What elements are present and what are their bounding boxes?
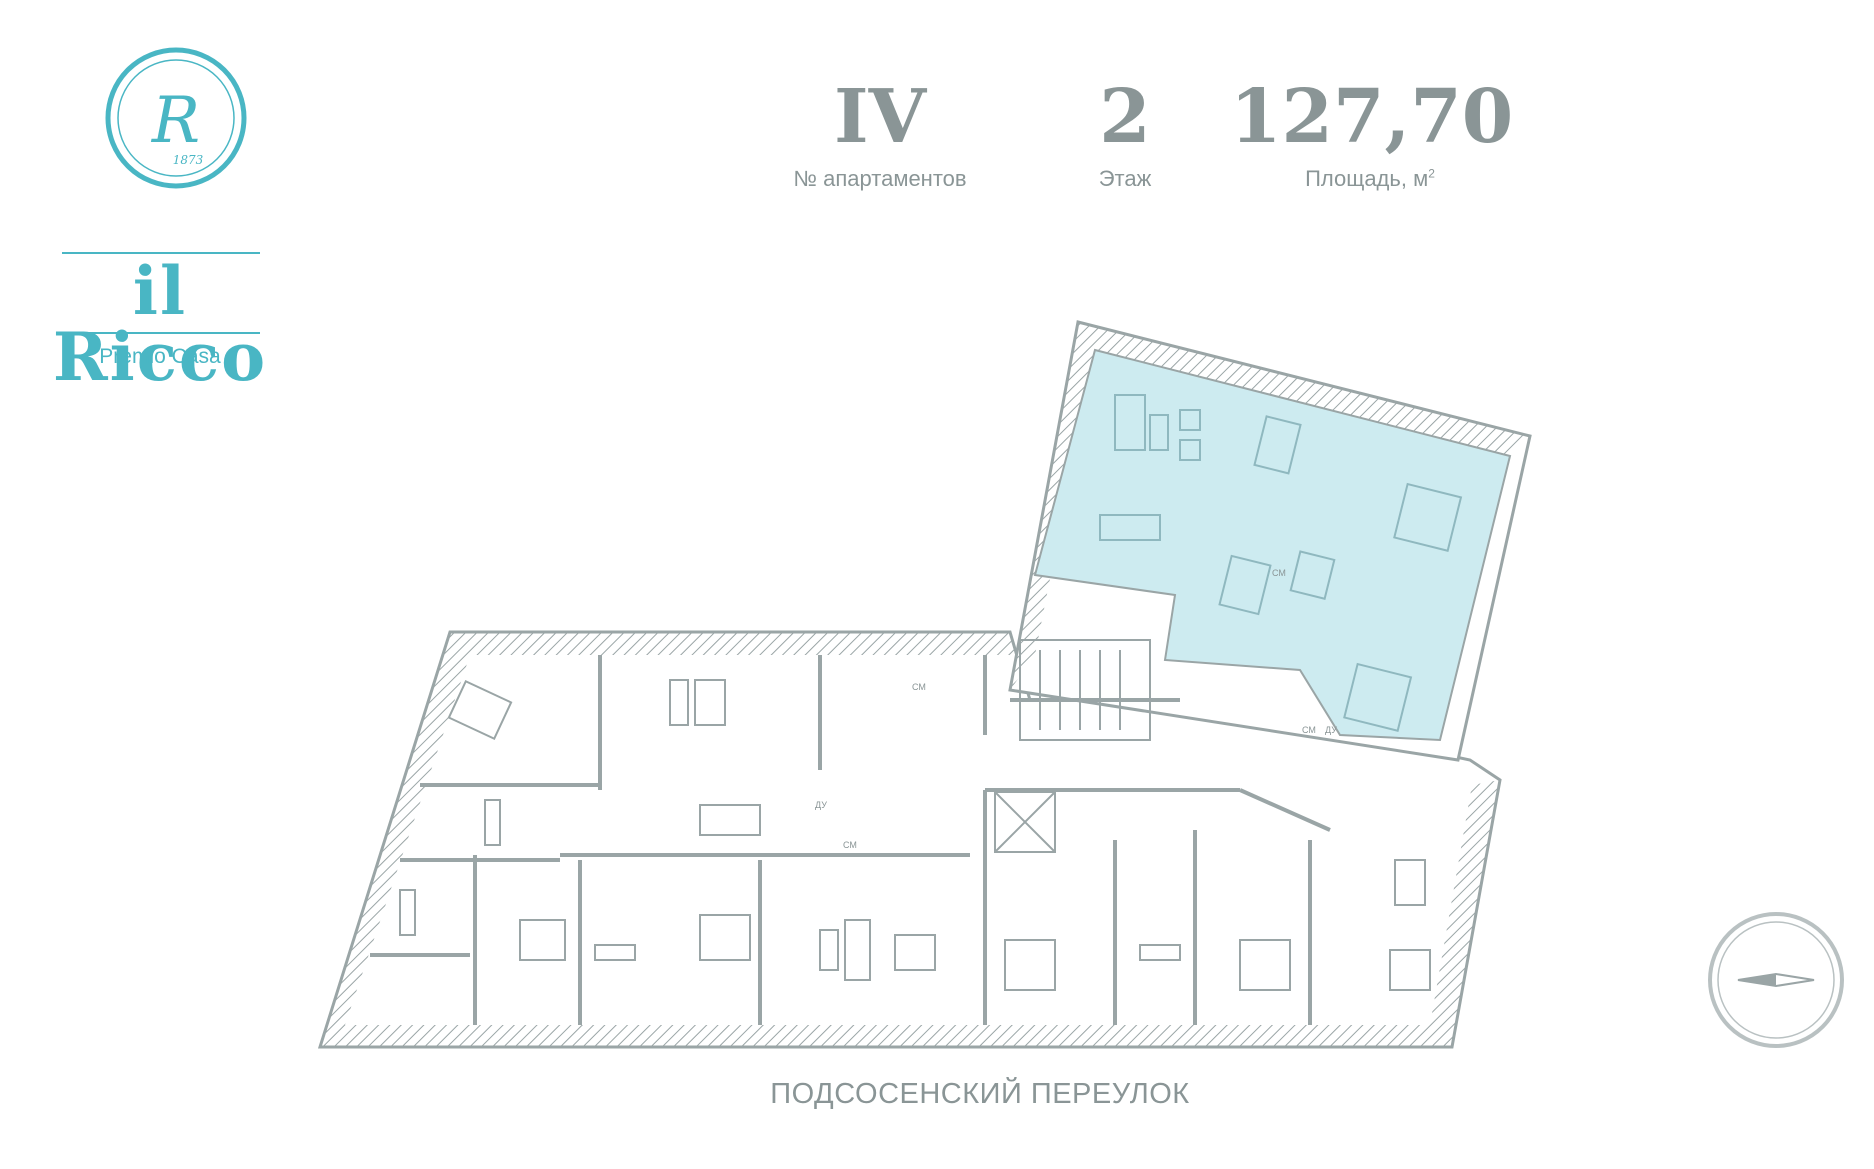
apartment-number: IV bbox=[833, 74, 927, 160]
floor-label: Этаж bbox=[1098, 166, 1152, 191]
furniture bbox=[399, 679, 1431, 991]
year: 1873 bbox=[173, 153, 204, 167]
apartment-iv-furniture bbox=[1099, 394, 1463, 732]
interior-walls bbox=[370, 655, 1331, 1025]
area-unit-exp: 2 bbox=[1428, 166, 1435, 181]
stat-apartment: IV № апартаментов bbox=[760, 80, 1000, 192]
brand-logo[interactable]: R 1873 il Ricco Premio Casa bbox=[30, 40, 290, 390]
label-du-1: ДУ bbox=[815, 800, 827, 810]
stat-floor: 2 Этаж bbox=[1050, 80, 1200, 192]
building-upper-hatch bbox=[1010, 322, 1530, 690]
label-sm-2: СМ bbox=[843, 840, 857, 850]
compass-icon[interactable] bbox=[1706, 910, 1846, 1050]
label-sm-4: СМ bbox=[1272, 568, 1286, 578]
area-label: Площадь, м2 bbox=[1230, 166, 1510, 192]
building-wall-hatch bbox=[320, 632, 1500, 1047]
brand-name: il Ricco bbox=[52, 252, 268, 396]
monogram: R bbox=[151, 84, 200, 158]
area-value: 127,70 bbox=[1230, 74, 1514, 160]
floor-plan: СМ СМ СМ СМ ДУ ДУ bbox=[317, 320, 1532, 1049]
stat-area: 127,70 Площадь, м2 bbox=[1230, 74, 1514, 192]
area-label-text: Площадь, м bbox=[1305, 166, 1429, 191]
logo-rule-bottom bbox=[62, 332, 260, 334]
label-sm-1: СМ bbox=[912, 682, 926, 692]
monogram-seal-icon: R 1873 bbox=[105, 47, 247, 189]
logo-rule-top bbox=[62, 252, 260, 254]
brand-tagline: Premio Casa bbox=[99, 345, 221, 368]
label-sm-3: СМ bbox=[1302, 725, 1316, 735]
label-du-2: ДУ bbox=[1325, 725, 1337, 735]
apartment-label: № апартаментов bbox=[793, 166, 967, 191]
stairwell bbox=[994, 639, 1151, 853]
street-label: ПОДСОСЕНСКИЙ ПЕРЕУЛОК bbox=[770, 1078, 1190, 1110]
floor-number: 2 bbox=[1099, 74, 1151, 160]
apartment-iv-highlight[interactable] bbox=[1033, 348, 1512, 742]
room-labels: СМ СМ СМ СМ ДУ ДУ bbox=[815, 568, 1337, 850]
